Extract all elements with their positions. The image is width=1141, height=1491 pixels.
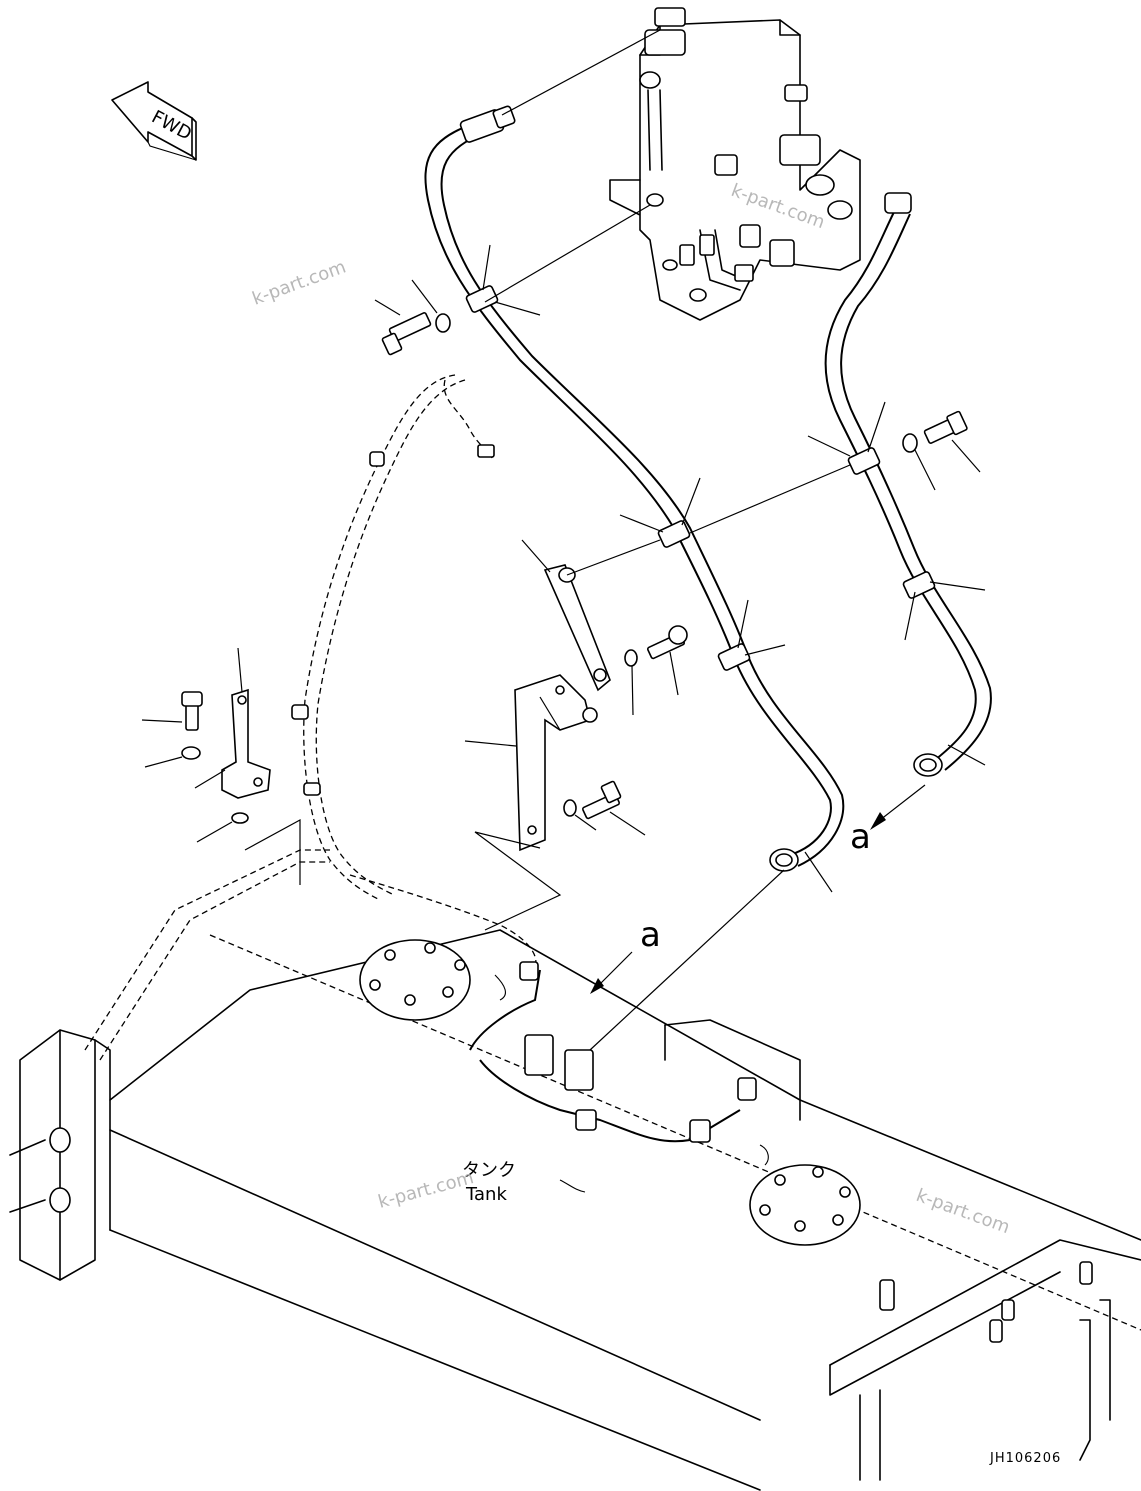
leader-lines — [141, 29, 986, 1051]
view-label-a-upper: a — [850, 817, 871, 857]
watermark: k-part.com — [376, 1167, 476, 1213]
view-label-a-lower: a — [640, 915, 661, 955]
fuel-tank — [109, 929, 1141, 1491]
watermark: k-part.com — [913, 1185, 1012, 1238]
frame-rail — [9, 849, 330, 1281]
watermark: k-part.com — [250, 256, 349, 309]
bolts-washers — [181, 312, 968, 824]
hose-right — [824, 192, 992, 777]
hose-clamps — [465, 285, 936, 671]
drawing-code: JH106206 — [989, 1451, 1061, 1466]
view-arrow-upper — [870, 784, 926, 830]
valve-module — [609, 7, 861, 321]
brackets — [221, 564, 611, 852]
fwd-arrow-icon — [111, 81, 197, 161]
step-frame-right — [829, 1239, 1141, 1481]
view-arrow-lower — [590, 951, 633, 994]
fwd-label: FWD — [148, 106, 195, 144]
hose-left — [424, 105, 845, 872]
tank-label-en: Tank — [465, 1184, 507, 1205]
wire-harness-dashed — [291, 374, 537, 976]
tank-label-jp: タンク — [462, 1160, 516, 1181]
